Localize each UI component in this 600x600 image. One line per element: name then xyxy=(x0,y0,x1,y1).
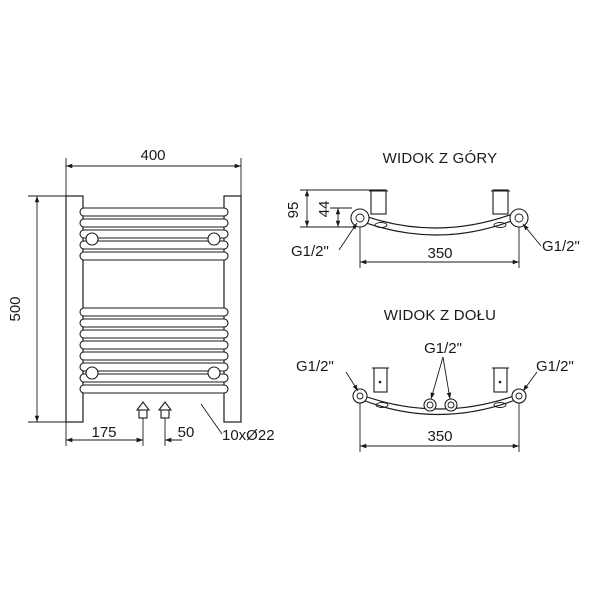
rail xyxy=(79,340,229,350)
rail xyxy=(79,318,229,328)
bottom-view: WIDOK Z DOŁU G1/2" G1/2" G1/2" xyxy=(296,307,574,452)
curved-rail xyxy=(359,398,519,416)
top-left-thread-label: G1/2" xyxy=(291,243,329,260)
tube-spec-label: 10xØ22 xyxy=(222,427,275,444)
rail-group-upper xyxy=(79,207,229,261)
wall-bracket xyxy=(493,367,508,393)
rail xyxy=(79,384,229,394)
width-label: 400 xyxy=(140,147,165,164)
depth-label: 95 xyxy=(285,202,302,219)
bottom-dimensions: 175 50 xyxy=(65,418,195,446)
collector-icon xyxy=(511,388,527,404)
curved-rail xyxy=(353,211,519,229)
rail xyxy=(79,362,229,372)
wall-bracket xyxy=(373,367,388,393)
curved-rail xyxy=(355,392,523,410)
bottom-axis-label: 350 xyxy=(427,428,452,445)
radiator-front xyxy=(65,195,242,423)
rail xyxy=(79,207,229,217)
height-dimension: 500 xyxy=(7,195,66,423)
connection-icon xyxy=(444,398,458,412)
bottom-left-thread-label: G1/2" xyxy=(296,358,334,375)
top-view: WIDOK Z GÓRY 95 44 350 G1/2" G1 xyxy=(285,150,580,268)
collector-icon xyxy=(352,388,368,404)
rail-group-lower xyxy=(79,307,229,394)
wall-bracket xyxy=(370,189,387,215)
connection-icon xyxy=(423,398,437,412)
rail xyxy=(79,351,229,361)
connection-spacing-label: 50 xyxy=(178,424,195,441)
bracket-icon xyxy=(207,366,221,380)
bracket-icon xyxy=(207,232,221,246)
bracket-icon xyxy=(85,232,99,246)
width-dimension: 400 xyxy=(65,147,242,196)
rail xyxy=(79,307,229,317)
bracket-icon xyxy=(85,366,99,380)
collector-icon xyxy=(509,208,529,228)
top-right-thread-label: G1/2" xyxy=(542,238,580,255)
rail xyxy=(79,229,229,239)
left-offset-label: 175 xyxy=(91,424,116,441)
valve-icon xyxy=(157,401,173,411)
valve-icon xyxy=(135,401,151,411)
collector-icon xyxy=(350,208,370,228)
height-label: 500 xyxy=(7,296,24,321)
front-view: 400 500 175 50 10xØ22 xyxy=(7,147,275,446)
rail xyxy=(79,218,229,228)
rail xyxy=(79,373,229,383)
bottom-view-title: WIDOK Z DOŁU xyxy=(384,307,496,324)
top-axis-label: 350 xyxy=(427,245,452,262)
tube-spec-callout: 10xØ22 xyxy=(200,403,275,444)
top-view-title: WIDOK Z GÓRY xyxy=(383,150,498,167)
bottom-center-thread-label: G1/2" xyxy=(424,340,462,357)
rail xyxy=(79,251,229,261)
wall-bracket xyxy=(492,189,509,215)
rail xyxy=(79,329,229,339)
bottom-right-thread-label: G1/2" xyxy=(536,358,574,375)
inner-depth-label: 44 xyxy=(316,201,333,218)
curved-rail xyxy=(357,219,515,236)
rail xyxy=(79,240,229,250)
